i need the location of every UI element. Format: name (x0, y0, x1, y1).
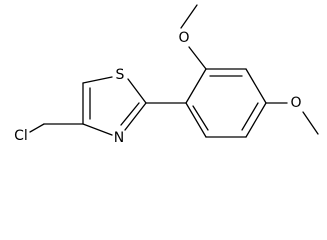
bond-cl-ch2 (29, 123, 45, 133)
bond-c2-n3 (124, 102, 147, 131)
sulfur-atom-label: S (116, 67, 125, 83)
bond-ph-c3-c4 (245, 68, 267, 104)
bond-n3-c4 (82, 123, 113, 136)
oxygen-ortho-atom-label: O (178, 30, 189, 46)
bond-c2-n3-double (120, 102, 140, 126)
molecule-structure: Cl S N O O (14, 4, 319, 146)
bond-c5-s1 (82, 76, 113, 84)
bond-ph-c4-c5-double (241, 102, 259, 131)
bond-ph-c1-c2 (185, 68, 207, 104)
bond-ph-c6-c1-double (192, 105, 209, 131)
bond-ph-c6-c1 (185, 102, 207, 138)
bond-o-para-ch3 (302, 111, 319, 135)
bond-ph-c4-c5 (245, 102, 267, 138)
bond-o-ortho-ch3 (180, 4, 198, 29)
structure-canvas: Cl S N O O (14, 4, 319, 146)
nitrogen-atom-label: N (114, 130, 124, 146)
bond-s1-c2 (127, 78, 147, 104)
bond-c2-o-ortho (188, 46, 207, 70)
oxygen-para-atom-label: O (290, 95, 301, 111)
chlorine-atom-label: Cl (14, 128, 28, 144)
